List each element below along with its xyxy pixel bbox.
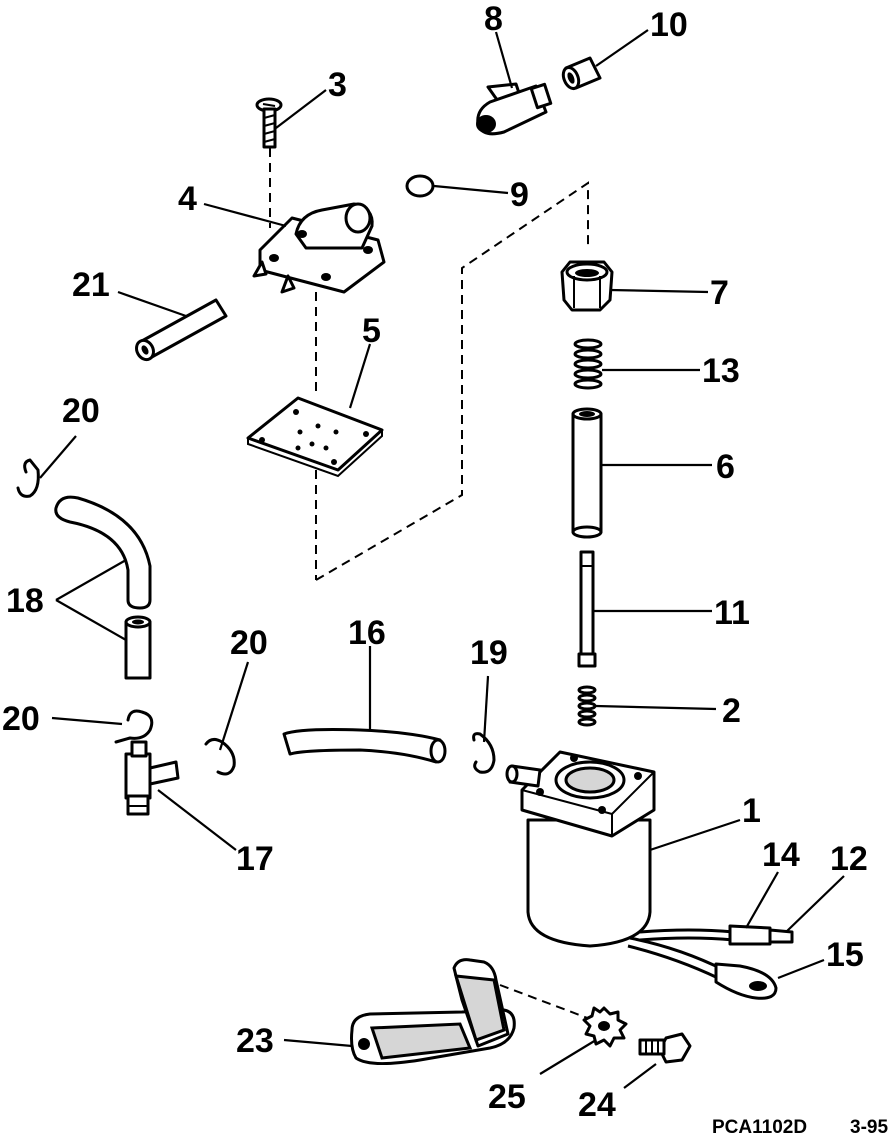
- part-18-hoses: [54, 495, 152, 680]
- part-4-pump-cover: [252, 202, 386, 294]
- callout-18: 18: [6, 582, 44, 620]
- part-11-plunger: [577, 550, 597, 668]
- callout-4: 4: [178, 180, 197, 218]
- figure-date: 3-95: [850, 1117, 888, 1135]
- part-8-fitting: [476, 82, 553, 136]
- callout-6: 6: [716, 448, 735, 486]
- part-20-clip-b: [114, 709, 154, 744]
- callout-2: 2: [722, 692, 741, 730]
- callout-20-middle: 20: [230, 624, 268, 662]
- part-16-hose: [282, 728, 447, 764]
- callout-13: 13: [702, 352, 740, 390]
- callout-17: 17: [236, 840, 274, 878]
- callout-8: 8: [484, 0, 503, 38]
- part-6-tube: [571, 407, 603, 539]
- assembly-dashed-lines: [269, 148, 599, 1023]
- part-24-bolt: [638, 1032, 692, 1064]
- part-2-spring: [577, 685, 597, 727]
- part-14-wire-lead: [639, 924, 772, 946]
- leader-lines: [39, 29, 845, 1089]
- part-20-clip-a: [16, 458, 40, 498]
- part-13-spring: [573, 338, 603, 390]
- callout-5: 5: [362, 312, 381, 350]
- figure-code: PCA1102D: [712, 1117, 807, 1135]
- callout-20-left: 20: [2, 700, 40, 738]
- callout-3: 3: [328, 66, 347, 104]
- callout-20-top: 20: [62, 392, 100, 430]
- callout-16: 16: [348, 614, 386, 652]
- callout-10: 10: [650, 6, 688, 44]
- part-21-hose: [135, 298, 228, 362]
- part-1-pump-body: [505, 750, 656, 948]
- callout-labels: 1 2 3 4 5 6 7 8 9 10 11 12 13 14 15 16 1…: [2, 0, 868, 1124]
- part-9-o-ring: [405, 174, 435, 198]
- part-15-ring-terminal: [627, 936, 778, 1000]
- part-25-star-washer: [582, 1006, 628, 1048]
- part-10-sleeve: [561, 56, 602, 91]
- callout-25: 25: [488, 1078, 526, 1116]
- part-7-nut: [560, 260, 614, 312]
- callout-21: 21: [72, 266, 110, 304]
- callout-12: 12: [830, 840, 868, 878]
- callout-7: 7: [710, 274, 729, 312]
- callout-23: 23: [236, 1022, 274, 1060]
- callout-19: 19: [470, 634, 508, 672]
- callout-1: 1: [742, 792, 761, 830]
- part-5-diaphragm: [246, 396, 384, 478]
- callout-15: 15: [826, 936, 864, 974]
- part-17-tee-fitting: [124, 740, 180, 816]
- callout-9: 9: [510, 176, 529, 214]
- part-3-screw: [255, 97, 283, 149]
- part-20-clip-c: [204, 737, 236, 776]
- part-23-bracket: [350, 958, 516, 1066]
- callout-14: 14: [762, 836, 800, 874]
- callout-24: 24: [578, 1086, 616, 1124]
- part-12-terminal: [768, 928, 794, 944]
- part-19-clip: [472, 732, 496, 774]
- callout-11: 11: [714, 594, 750, 632]
